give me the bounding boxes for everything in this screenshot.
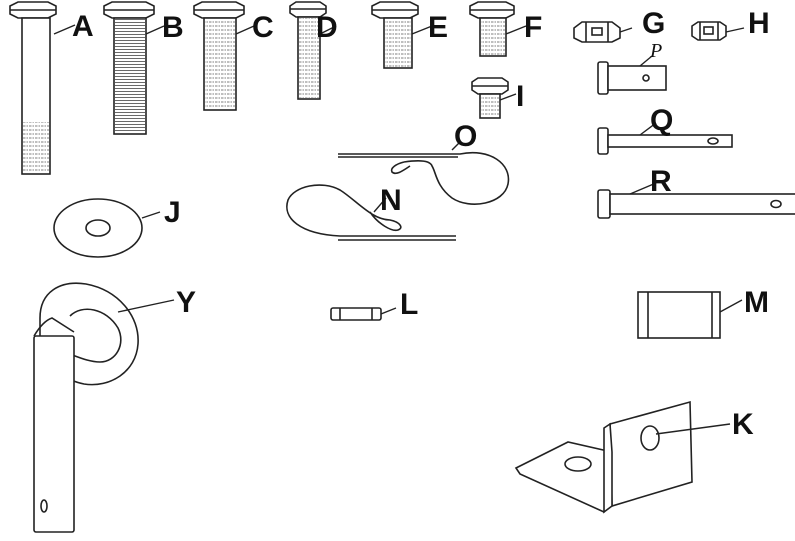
part-label-N: N [380,184,402,217]
part-label-D: D [316,11,338,44]
part-label-O: O [454,120,477,153]
part-G: G [573,7,665,43]
part-H: H [691,7,770,41]
part-label-H: H [748,7,770,40]
part-label-J: J [164,196,181,229]
part-N: N [286,184,456,241]
part-label-G: G [642,7,665,40]
part-Y: Y [33,282,196,533]
part-B: B [103,1,184,135]
part-label-Q: Q [650,104,673,137]
part-label-E: E [428,11,448,44]
part-O: O [338,120,510,205]
part-P: P [597,40,667,95]
part-R: R [597,165,795,219]
part-E: E [371,1,448,69]
part-M: M [637,286,769,339]
part-J: J [53,196,181,258]
part-I: I [471,77,524,119]
part-label-B: B [162,11,184,44]
part-K: K [514,400,754,514]
part-F: F [469,1,542,57]
part-label-C: C [252,11,274,44]
part-Q: Q [597,104,733,155]
part-label-Y: Y [176,286,196,319]
part-label-L: L [400,288,418,321]
part-A: A [9,1,94,175]
part-label-M: M [744,286,769,319]
part-label-K: K [732,408,754,441]
part-label-A: A [72,10,94,43]
part-label-I: I [516,80,524,113]
part-label-F: F [524,11,542,44]
part-L: L [330,288,418,321]
part-D: D [289,1,338,100]
part-label-R: R [650,165,672,198]
part-label-P: P [649,40,662,62]
part-C: C [193,1,274,111]
